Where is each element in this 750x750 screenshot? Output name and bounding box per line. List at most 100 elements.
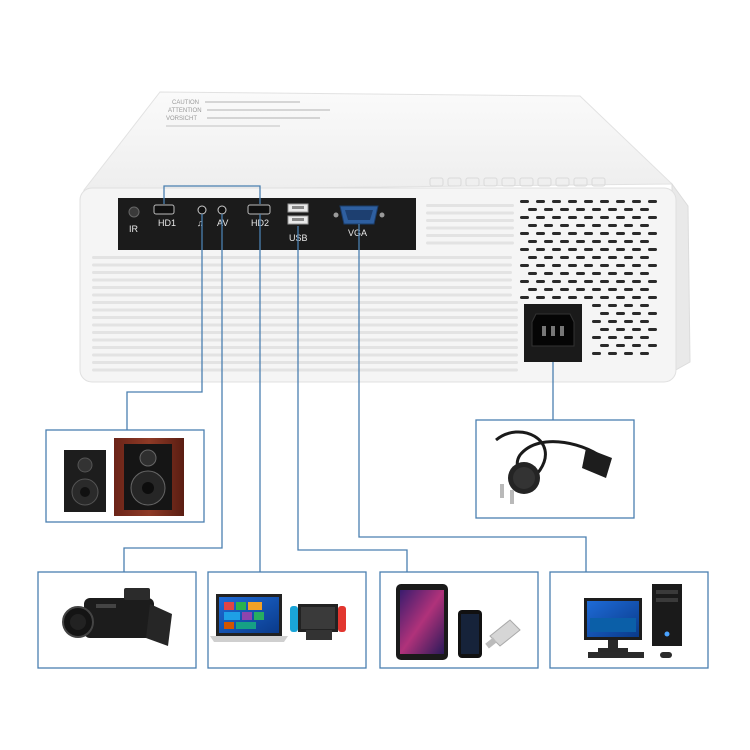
vent-hole <box>552 232 561 235</box>
ir-sensor-icon <box>128 206 140 218</box>
grille-rib <box>92 308 518 312</box>
vent-hole <box>520 248 529 251</box>
vent-hole <box>600 248 609 251</box>
av-jack[interactable] <box>217 205 227 215</box>
vent-hole <box>608 240 617 243</box>
vent-hole <box>616 216 625 219</box>
grille-rib <box>426 204 514 207</box>
grille-rib <box>92 338 518 342</box>
vent-hole <box>616 200 625 203</box>
vent-hole <box>560 272 569 275</box>
vent-hole <box>576 256 585 259</box>
vent-hole <box>568 248 577 251</box>
vent-hole <box>608 224 617 227</box>
vent-hole <box>600 296 609 299</box>
vent-hole <box>648 216 657 219</box>
vent-hole <box>592 320 601 323</box>
vent-hole <box>576 272 585 275</box>
grille-rib <box>92 316 518 319</box>
vent-hole <box>528 288 537 291</box>
vent-hole <box>600 216 609 219</box>
vent-hole <box>616 344 625 347</box>
vent-hole <box>632 232 641 235</box>
tablet-phone-usb-icon <box>396 584 521 660</box>
hdmi-port-2[interactable] <box>247 204 271 215</box>
speakers-icon <box>64 438 184 516</box>
vent-hole <box>528 272 537 275</box>
vent-hole <box>576 288 585 291</box>
vent-hole <box>552 296 561 299</box>
vent-hole <box>600 264 609 267</box>
vent-hole <box>624 272 633 275</box>
vent-hole <box>584 280 593 283</box>
vent-hole <box>608 208 617 211</box>
grille-rib <box>92 346 518 349</box>
vent-hole <box>624 224 633 227</box>
vent-hole <box>552 200 561 203</box>
vent-hole <box>624 304 633 307</box>
vent-hole <box>552 280 561 283</box>
svg-text:CAUTION: CAUTION <box>172 100 199 106</box>
grille-rib <box>92 271 512 274</box>
vent-hole <box>528 224 537 227</box>
vent-hole <box>528 240 537 243</box>
projector: CAUTION ATTENTION VORSICHT <box>79 91 691 383</box>
vent-hole <box>592 352 601 355</box>
vent-hole <box>624 240 633 243</box>
vent-hole <box>608 272 617 275</box>
vent-hole <box>648 280 657 283</box>
grille-rib <box>92 256 512 259</box>
vent-hole <box>640 336 649 339</box>
vent-hole <box>584 296 593 299</box>
vent-hole <box>576 224 585 227</box>
vent-hole <box>520 232 529 235</box>
vent-hole <box>536 216 545 219</box>
connector-lines <box>123 185 587 572</box>
vent-hole <box>632 264 641 267</box>
hdmi-port-1[interactable] <box>153 204 175 215</box>
vent-hole <box>544 208 553 211</box>
vent-hole <box>640 256 649 259</box>
vent-hole <box>608 352 617 355</box>
tablet-phone-usb-box <box>379 571 539 669</box>
power-cable-box <box>475 419 635 519</box>
vent-hole <box>640 224 649 227</box>
vent-hole <box>616 232 625 235</box>
vent-hole <box>648 312 657 315</box>
camcorder-icon <box>62 588 172 646</box>
vent-hole <box>616 296 625 299</box>
vent-hole <box>568 280 577 283</box>
vent-hole <box>632 280 641 283</box>
vent-hole <box>624 288 633 291</box>
vent-hole <box>552 248 561 251</box>
side-vent-holes <box>520 200 657 355</box>
vent-hole <box>640 352 649 355</box>
vent-hole <box>600 312 609 315</box>
vent-hole <box>608 336 617 339</box>
audio-label: ♫ <box>197 218 204 228</box>
vent-hole <box>648 344 657 347</box>
vent-hole <box>592 240 601 243</box>
power-socket[interactable] <box>524 304 582 362</box>
vent-hole <box>560 224 569 227</box>
vent-hole <box>552 264 561 267</box>
audio-jack[interactable] <box>197 205 207 215</box>
vent-hole <box>640 320 649 323</box>
vent-hole <box>648 248 657 251</box>
vent-hole <box>544 272 553 275</box>
projector-top <box>82 91 674 191</box>
vent-hole <box>592 288 601 291</box>
vent-hole <box>624 208 633 211</box>
camcorder-box <box>37 571 197 669</box>
vent-hole <box>568 216 577 219</box>
vent-hole <box>640 304 649 307</box>
vent-hole <box>600 328 609 331</box>
grille-rib <box>92 293 512 297</box>
vent-hole <box>528 256 537 259</box>
vent-hole <box>544 288 553 291</box>
vent-hole <box>576 208 585 211</box>
vent-hole <box>544 224 553 227</box>
grille-rib <box>92 331 518 334</box>
speakers-box <box>45 429 205 523</box>
vent-hole <box>568 232 577 235</box>
